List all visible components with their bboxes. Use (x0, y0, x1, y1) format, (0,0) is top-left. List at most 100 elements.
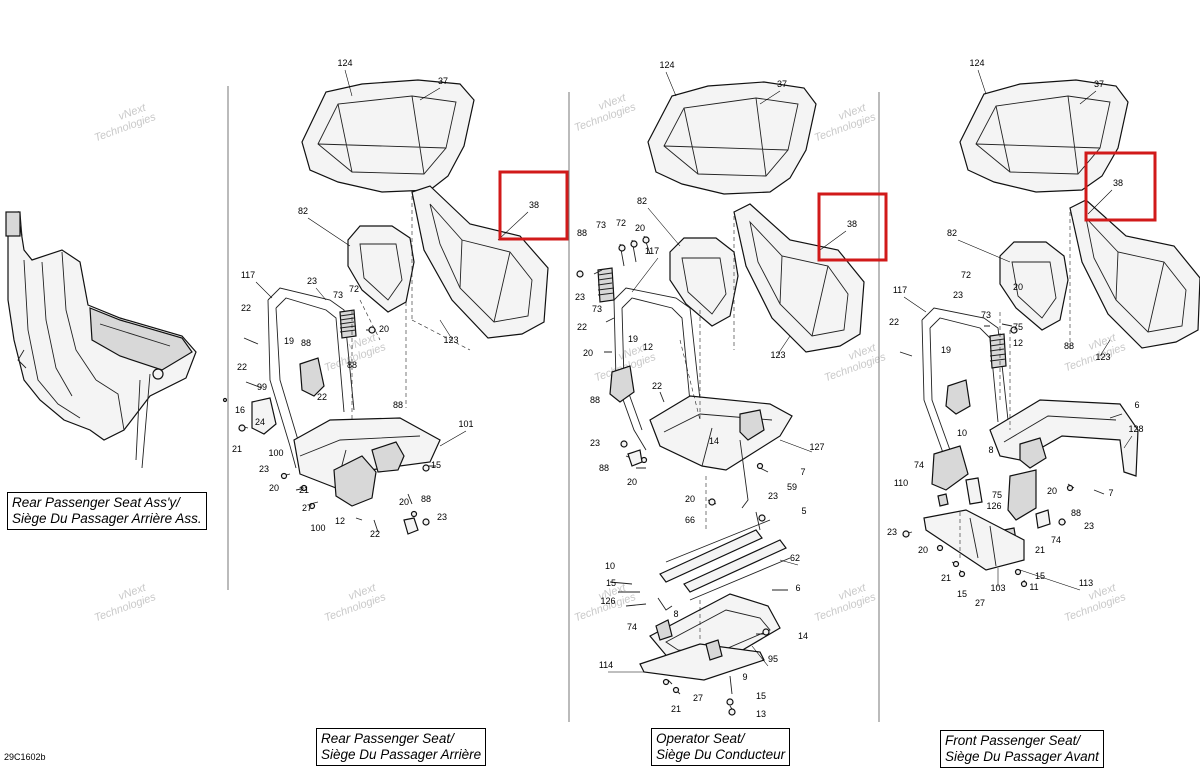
part-label-operator-25: 23 (768, 491, 778, 501)
part-label-rear-7: 72 (349, 284, 359, 294)
part-label-operator-37: 95 (768, 654, 778, 664)
caption-operator-seat-line-1: Operator Seat/ (656, 731, 745, 746)
part-label-front-35: 103 (990, 583, 1005, 593)
part-label-operator-33: 6 (795, 583, 800, 593)
part-label-front-26: 23 (1084, 521, 1094, 531)
part-label-operator-38: 114 (599, 660, 613, 670)
leader-lines (255, 69, 1133, 673)
part-label-rear-15: 99 (257, 382, 267, 392)
leader-line-10 (647, 207, 681, 247)
part-label-operator-34: 8 (673, 609, 678, 619)
part-label-rear-3: 82 (298, 206, 308, 216)
leader-line-12 (777, 335, 791, 355)
leader-line-1 (419, 87, 441, 101)
part-label-rear-27: 20 (399, 497, 409, 507)
highlight-box-operator-38 (817, 192, 888, 262)
part-label-operator-39: 9 (742, 672, 747, 682)
part-label-operator-30: 10 (605, 561, 615, 571)
caption-rear-assembly-line-1: Rear Passenger Seat Ass'y/ (12, 495, 180, 510)
part-label-rear-26: 21 (299, 485, 309, 495)
part-label-rear-24: 15 (431, 460, 441, 470)
leader-line-23 (751, 645, 769, 667)
part-label-operator-5: 73 (596, 220, 606, 230)
part-label-rear-6: 73 (333, 290, 343, 300)
leader-line-16 (957, 239, 1011, 263)
part-label-operator-1: 37 (777, 79, 787, 89)
caption-operator-seat: Operator Seat/ Siège Du Conducteur (651, 728, 791, 766)
part-label-front-9: 73 (981, 310, 991, 320)
leader-line-4 (255, 281, 273, 299)
part-label-operator-11: 22 (577, 322, 587, 332)
rear-seat-assembly-drawing (5, 211, 228, 469)
part-label-front-20: 110 (894, 478, 908, 488)
part-label-operator-24: 59 (787, 482, 797, 492)
part-label-rear-16: 22 (317, 392, 327, 402)
leader-line-18 (1099, 339, 1111, 357)
part-label-front-6: 20 (1013, 282, 1023, 292)
caption-rear-seat-line-1: Rear Passenger Seat/ (321, 731, 454, 746)
highlight-box-rear-38 (498, 170, 569, 241)
part-label-front-4: 72 (961, 270, 971, 280)
part-label-operator-17: 88 (590, 395, 600, 405)
part-label-operator-16: 22 (652, 381, 662, 391)
leader-line-7 (665, 71, 677, 97)
rear-seat-drawing (238, 79, 549, 535)
caption-front-seat-line-2: Siège Du Passager Avant (945, 749, 1099, 764)
part-label-operator-7: 20 (635, 223, 645, 233)
part-label-front-21: 7 (1108, 488, 1113, 498)
part-label-operator-14: 123 (770, 350, 785, 360)
part-label-operator-42: 21 (671, 704, 681, 714)
part-label-operator-28: 66 (685, 515, 695, 525)
part-label-operator-10: 73 (592, 304, 602, 314)
part-label-operator-15: 20 (583, 348, 593, 358)
part-label-front-15: 6 (1134, 400, 1139, 410)
leader-line-20 (439, 430, 467, 447)
part-label-rear-23: 23 (259, 464, 269, 474)
part-label-operator-27: 5 (801, 506, 806, 516)
part-label-front-36: 15 (957, 589, 967, 599)
part-label-rear-21: 100 (268, 448, 283, 458)
part-label-rear-8: 22 (241, 303, 251, 313)
part-label-operator-29: 62 (790, 553, 800, 563)
part-label-front-14: 123 (1095, 352, 1110, 362)
part-label-operator-36: 14 (798, 631, 808, 641)
part-label-front-22: 75 (992, 490, 1002, 500)
part-label-rear-19: 88 (393, 400, 403, 410)
part-label-operator-9: 23 (575, 292, 585, 302)
part-label-rear-22: 101 (458, 419, 473, 429)
part-label-rear-13: 88 (347, 360, 357, 370)
part-label-operator-6: 72 (616, 218, 626, 228)
part-label-operator-32: 126 (600, 596, 615, 606)
part-label-rear-18: 24 (255, 417, 265, 427)
part-label-operator-40: 15 (756, 691, 766, 701)
part-label-front-18: 8 (988, 445, 993, 455)
part-label-operator-3: 82 (637, 196, 647, 206)
part-label-front-1: 37 (1094, 79, 1104, 89)
diagram-code: 29C1602b (4, 752, 46, 762)
part-label-operator-41: 27 (693, 693, 703, 703)
part-label-rear-4: 117 (241, 270, 255, 280)
caption-front-seat: Front Passenger Seat/ Siège Du Passager … (940, 730, 1104, 768)
leader-line-22 (779, 559, 799, 566)
leader-line-15 (1087, 189, 1113, 215)
part-label-operator-8: 117 (645, 246, 659, 256)
leader-line-25 (1019, 569, 1081, 591)
part-label-front-11: 12 (1013, 338, 1023, 348)
part-label-rear-0: 124 (337, 58, 352, 68)
part-label-rear-30: 12 (335, 516, 345, 526)
part-label-rear-17: 16 (235, 405, 245, 415)
part-label-front-17: 128 (1128, 424, 1143, 434)
part-label-front-30: 21 (1035, 545, 1045, 555)
part-label-rear-11: 88 (301, 338, 311, 348)
part-label-operator-2: 38 (847, 219, 857, 229)
part-label-front-5: 23 (953, 290, 963, 300)
part-label-front-12: 19 (941, 345, 951, 355)
